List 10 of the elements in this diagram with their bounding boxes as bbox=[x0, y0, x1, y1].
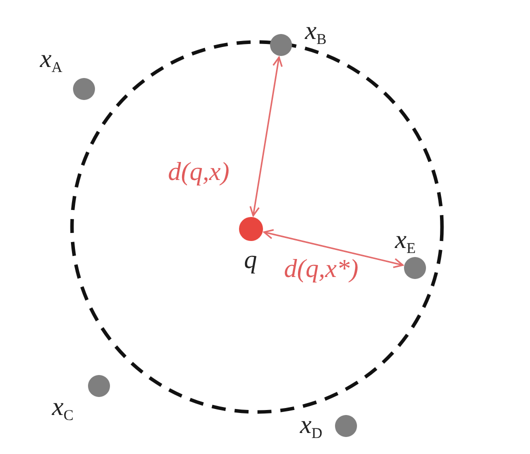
point-label: x$_{A}$ bbox=[40, 45, 62, 76]
distance-label: d(q,x*) bbox=[284, 255, 358, 284]
distance-label: d(q,x) bbox=[168, 158, 230, 187]
double-arrow bbox=[263, 229, 404, 268]
point-label: x$_{D}$ bbox=[300, 411, 322, 442]
point-label: q bbox=[244, 246, 257, 275]
point-label: x$_{C}$ bbox=[52, 393, 74, 424]
point-label: x$_{E}$ bbox=[395, 226, 416, 257]
point-label: x$_{B}$ bbox=[305, 17, 327, 48]
double-arrow bbox=[250, 56, 283, 216]
